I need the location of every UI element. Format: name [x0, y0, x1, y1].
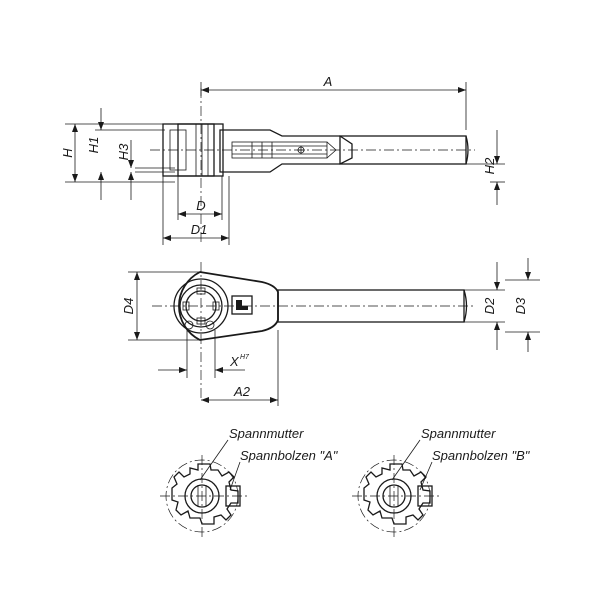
- spannmutter-gear: [171, 463, 239, 525]
- detail-b: Spannmutter Spannbolzen "B": [352, 426, 531, 540]
- spannmutter-gear-b: [363, 463, 431, 525]
- detail-b-nut-label: Spannmutter: [421, 426, 496, 441]
- dim-d3-label: D3: [513, 297, 528, 314]
- detail-a-bolt-label: Spannbolzen "A": [240, 448, 339, 463]
- dim-a-label: A: [323, 74, 333, 89]
- dim-h3-label: H3: [116, 143, 131, 160]
- sleeve-section: [219, 129, 353, 173]
- dim-d1-label: D1: [191, 222, 208, 237]
- dim-x-tolerance: H7: [240, 354, 250, 361]
- dim-a2-label: A2: [233, 384, 251, 399]
- detail-b-bolt-label: Spannbolzen "B": [432, 448, 531, 463]
- dim-h1-label: H1: [86, 137, 101, 154]
- dim-x-label: X: [229, 354, 240, 369]
- dim-d4-label: D4: [121, 298, 136, 315]
- detail-a-nut-label: Spannmutter: [229, 426, 304, 441]
- dim-h-label: H: [60, 148, 75, 158]
- logo-mark: [231, 295, 253, 315]
- dim-h2-label: H2: [482, 157, 497, 174]
- dim-d-label: D: [196, 198, 205, 213]
- dim-d2-label: D2: [482, 297, 497, 314]
- top-section-view: A H H1 H3 H2 D D1: [60, 74, 505, 245]
- head-outline: [178, 271, 279, 341]
- front-view: D4 D2 D3 X H7 A2: [121, 258, 540, 406]
- detail-a: Spannmutter Spannbolzen "A": [160, 426, 339, 540]
